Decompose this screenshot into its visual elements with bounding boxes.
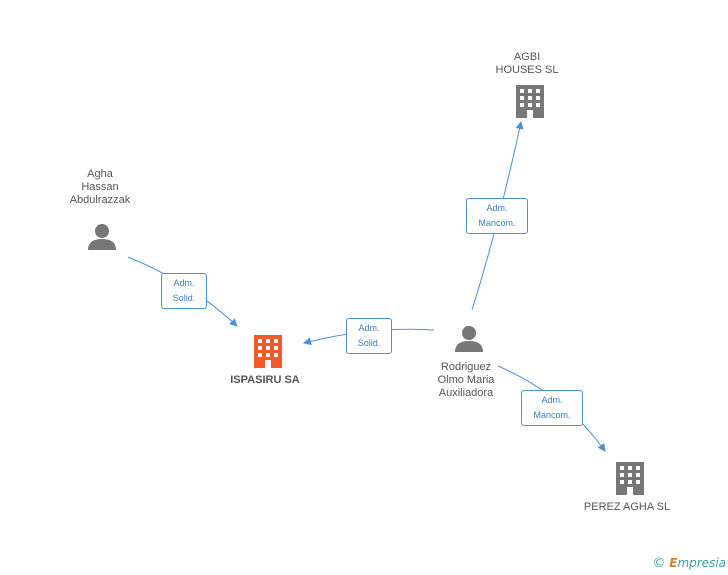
copyright-icon: © (652, 556, 666, 571)
node-label-ispasiru[interactable]: ISPASIRU SA (230, 374, 300, 386)
edge-label-rodriguez-agbi: Adm. Mancom. (466, 198, 528, 234)
node-label-agha[interactable]: Agha Hassan Abdulrazzak (69, 168, 131, 206)
node-label-rodriguez[interactable]: Rodriguez Olmo Maria Auxiliadora (437, 361, 495, 399)
edge-label-rodriguez-ispasiru: Adm. Solid. (346, 318, 392, 354)
person-icon[interactable] (88, 224, 116, 250)
empresia-logo[interactable]: © Empresia (652, 556, 726, 571)
edge-label-rodriguez-perez: Adm. Mancom. (521, 390, 583, 426)
person-icon[interactable] (455, 326, 483, 352)
building-icon[interactable] (254, 335, 282, 368)
edge-label-agha-ispasiru: Adm. Solid. (161, 273, 207, 309)
brand-initial: E (669, 556, 678, 570)
building-icon[interactable] (616, 462, 644, 495)
node-label-perez[interactable]: PEREZ AGHA SL (583, 501, 671, 513)
brand-name: mpresia (677, 556, 726, 570)
building-icon[interactable] (516, 85, 544, 118)
node-label-agbi[interactable]: AGBI HOUSES SL (495, 51, 559, 76)
